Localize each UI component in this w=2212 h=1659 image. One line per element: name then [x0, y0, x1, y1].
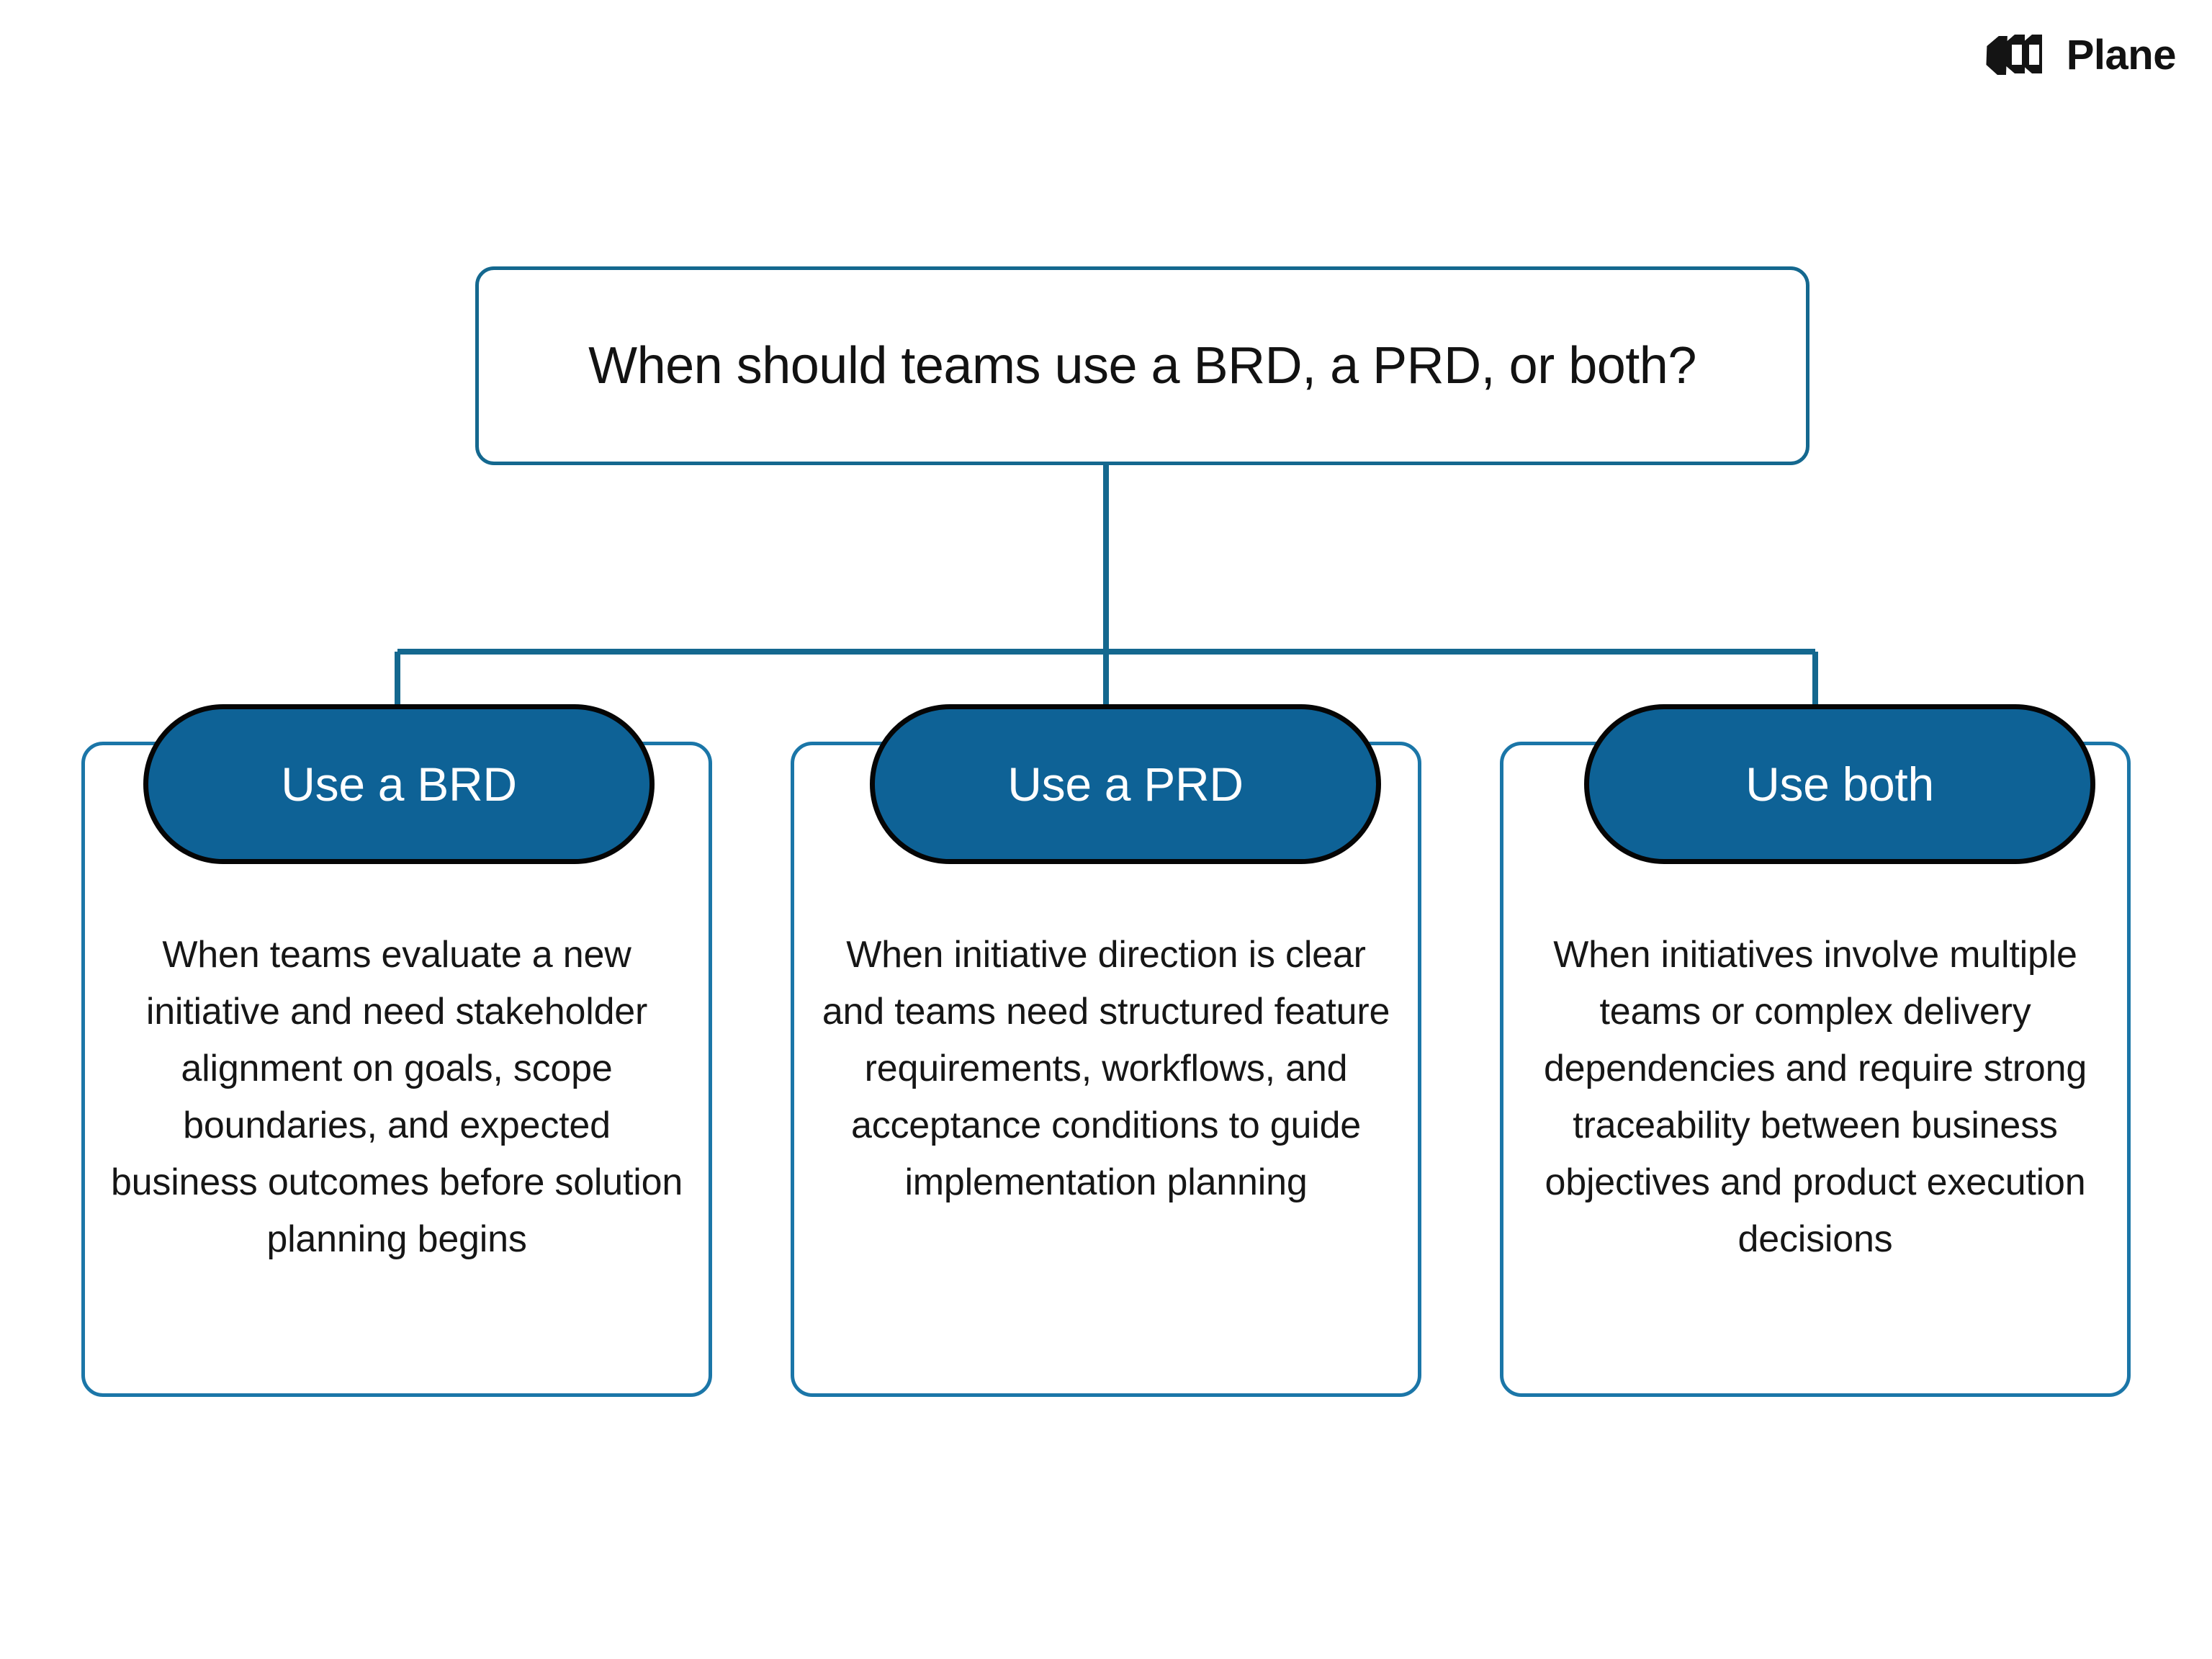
branch-body-text: When teams evaluate a new initiative and…	[110, 934, 683, 1261]
brand-logo: Plane	[1984, 30, 2177, 81]
branch-pill-use-both[interactable]: Use both	[1584, 704, 2095, 864]
branch-pill-use-a-brd[interactable]: Use a BRD	[143, 704, 655, 864]
root-question-box: When should teams use a BRD, a PRD, or b…	[475, 266, 1809, 465]
branch-pill-use-a-prd[interactable]: Use a PRD	[870, 704, 1381, 864]
branch-pill-label: Use a PRD	[1007, 757, 1244, 811]
brand-name: Plane	[2066, 32, 2177, 78]
plane-logo-icon	[1986, 35, 2042, 75]
branch-body-text: When initiative direction is clear and t…	[822, 934, 1390, 1204]
root-question-title: When should teams use a BRD, a PRD, or b…	[588, 336, 1696, 395]
branch-pill-label: Use a BRD	[281, 757, 517, 811]
branch-body-text: When initiatives involve multiple teams …	[1543, 934, 2087, 1261]
branch-pill-label: Use both	[1745, 757, 1934, 811]
